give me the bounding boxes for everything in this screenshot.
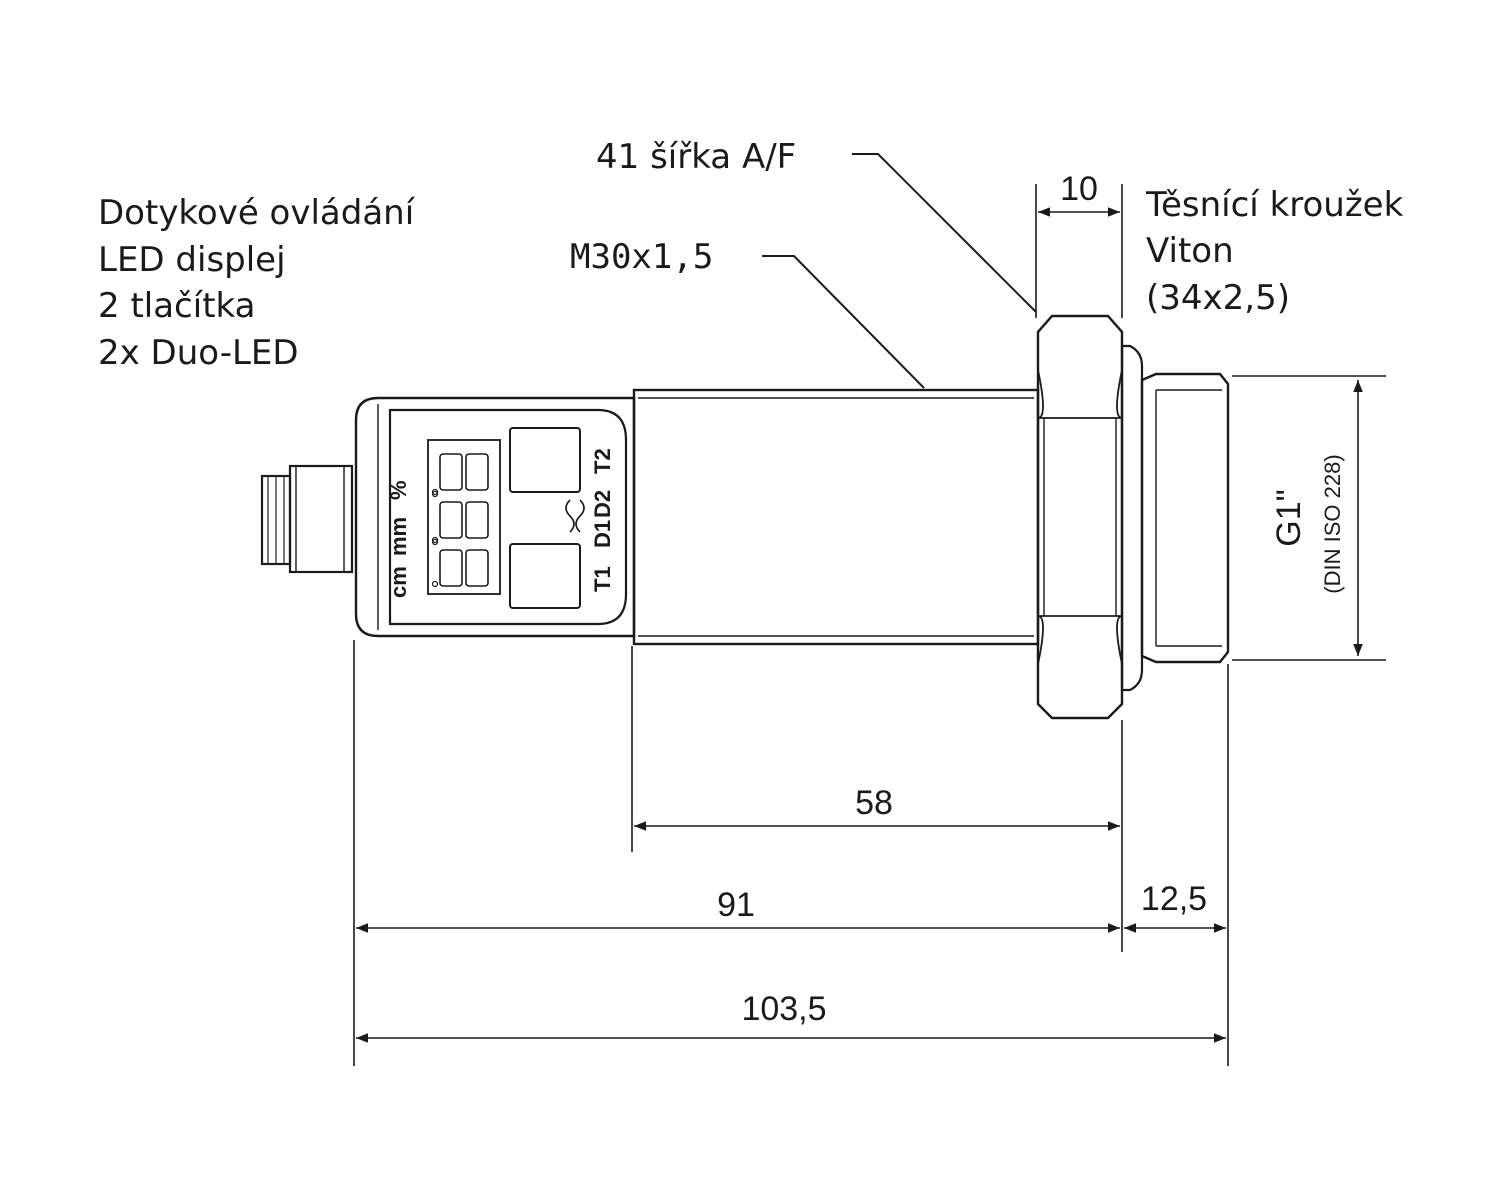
thread-leader [762, 255, 925, 389]
seal-ring [1120, 344, 1144, 692]
indicator-labels: T1 D1 D2 T2 [590, 448, 615, 592]
digit-2 [431, 490, 489, 544]
feature-two-buttons: 2 tlačítka [98, 286, 255, 326]
nut-width-dimension: 10 [1035, 170, 1123, 318]
m12-connector [260, 464, 354, 574]
seal-label-line3: (34x2,5) [1146, 278, 1290, 318]
feature-touch-control: Dotykové ovládání [98, 193, 416, 233]
thread-length-value: 12,5 [1141, 880, 1207, 918]
thread-label: M30x1,5 [570, 237, 713, 277]
digit-window [427, 439, 501, 595]
indicator-d2: D2 [590, 490, 615, 518]
wrench-size-label: 41 šířka A/F [596, 137, 796, 177]
total-length-dimension: 103,5 [356, 990, 1226, 1043]
duo-led-2 [575, 499, 585, 533]
sensor-housing [354, 396, 636, 638]
button-bottom[interactable] [509, 543, 581, 609]
feature-led-display: LED displej [98, 240, 286, 280]
led-display [431, 453, 489, 588]
button-top[interactable] [509, 427, 581, 493]
wrench-size-leader [852, 153, 1037, 313]
thread-size-value: G1" [1270, 489, 1308, 546]
extension-lines [353, 640, 1229, 1066]
digit-1 [431, 453, 489, 496]
feature-list: Dotykové ovládání LED displej 2 tlačítka… [98, 193, 416, 373]
sensor-body [632, 388, 1040, 646]
indicator-t1: T1 [590, 566, 615, 592]
seal-label-line2: Viton [1146, 231, 1234, 271]
unit-labels: cm mm % [386, 480, 411, 598]
thread-standard-value: (DIN ISO 228) [1320, 454, 1345, 593]
body-length-value: 58 [855, 784, 893, 822]
thread-diameter-dimension: G1" (DIN ISO 228) [1232, 375, 1386, 661]
indicator-d1: D1 [590, 520, 615, 548]
total-length-value: 103,5 [741, 990, 826, 1028]
housing-length-value: 91 [717, 886, 755, 924]
thread-length-dimension: 12,5 [1124, 880, 1226, 933]
nut-width-value: 10 [1060, 170, 1098, 208]
digit-3 [431, 538, 489, 588]
housing-length-dimension: 91 [356, 886, 1120, 933]
feature-duo-led: 2x Duo-LED [98, 333, 299, 373]
duo-led-1 [565, 499, 575, 533]
body-length-dimension: 58 [634, 784, 1120, 831]
seal-label: Těsnící kroužek Viton (34x2,5) [1145, 185, 1404, 318]
hex-nut [1036, 314, 1124, 720]
indicator-t2: T2 [590, 448, 615, 474]
unit-mm: mm [386, 517, 411, 556]
unit-cm: cm [386, 566, 411, 598]
seal-label-line1: Těsnící kroužek [1145, 185, 1404, 225]
process-thread [1140, 372, 1230, 664]
unit-percent: % [386, 480, 411, 500]
